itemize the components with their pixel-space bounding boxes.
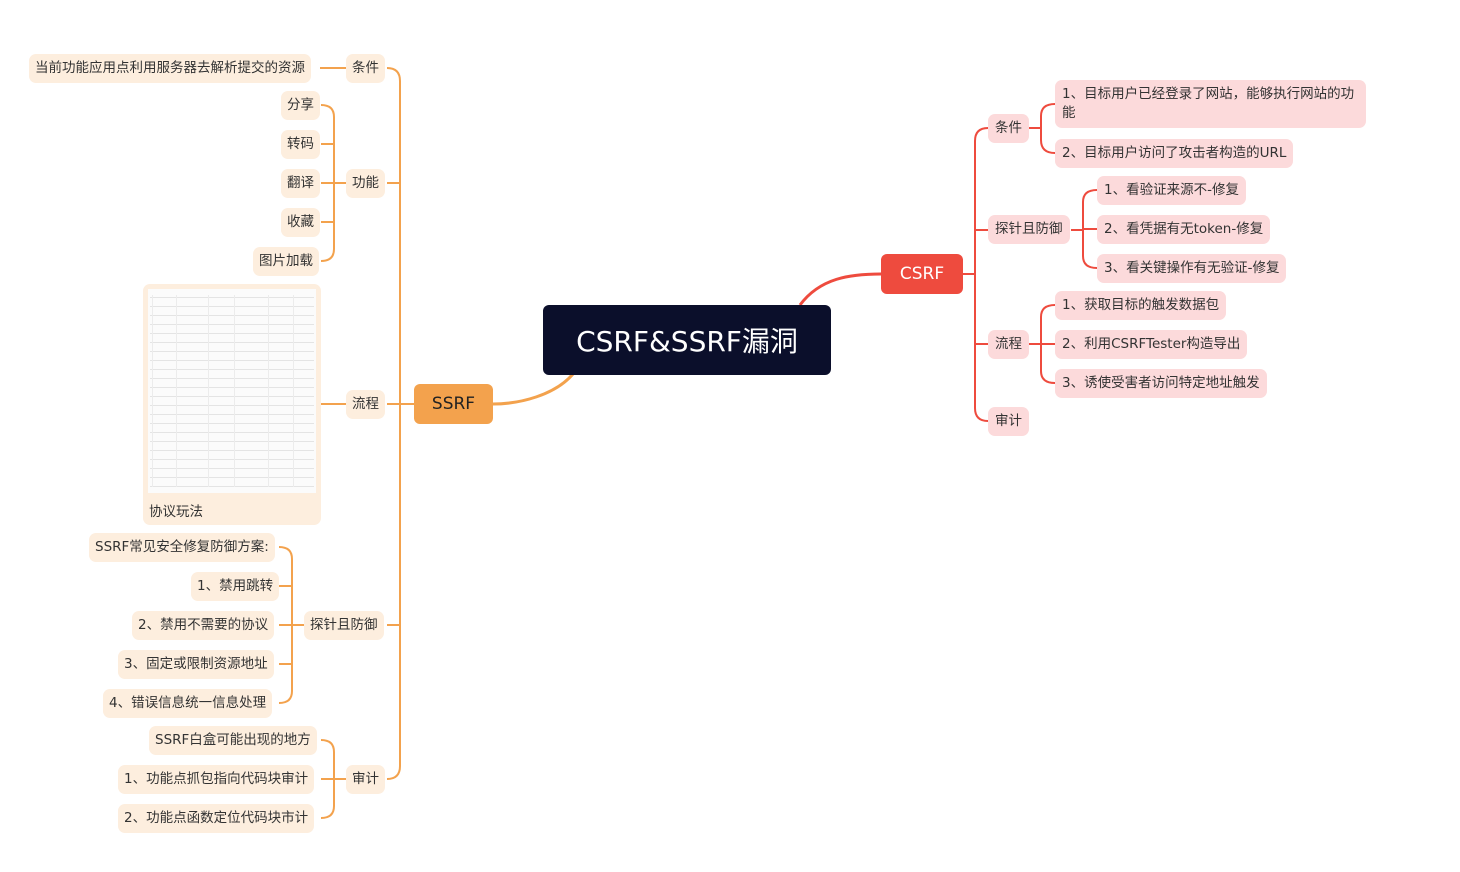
csrf-process-item-1[interactable]: 1、获取目标的触发数据包 xyxy=(1055,291,1227,320)
thumbnail-grid-row xyxy=(150,396,314,397)
root-topic[interactable]: CSRF&SSRF漏洞 xyxy=(543,305,831,375)
csrf-branch[interactable]: CSRF xyxy=(881,254,963,294)
protocol-image-caption: 协议玩法 xyxy=(149,504,203,520)
thumbnail-grid-row xyxy=(150,306,314,307)
thumbnail-grid-col xyxy=(268,295,269,487)
thumbnail-grid-col xyxy=(152,295,153,487)
ssrf-feature-item-favorite[interactable]: 收藏 xyxy=(281,208,320,237)
ssrf-feature-item-image-load[interactable]: 图片加载 xyxy=(253,247,319,276)
ssrf-probe-defense[interactable]: 探针且防御 xyxy=(304,611,384,640)
csrf-process-item-2[interactable]: 2、利用CSRFTester构造导出 xyxy=(1055,330,1248,359)
protocol-table-thumbnail xyxy=(148,289,316,493)
ssrf-probe-item-heading[interactable]: SSRF常见安全修复防御方案: xyxy=(89,533,275,562)
ssrf-condition-item-1[interactable]: 当前功能应用点利用服务器去解析提交的资源 xyxy=(29,54,311,83)
ssrf-feature-item-translate[interactable]: 翻译 xyxy=(281,169,320,198)
thumbnail-grid-row xyxy=(150,324,314,325)
thumbnail-grid-row xyxy=(150,342,314,343)
thumbnail-grid-row xyxy=(150,378,314,379)
ssrf-feature[interactable]: 功能 xyxy=(346,169,385,198)
ssrf-audit-item-2[interactable]: 2、功能点函数定位代码块市计 xyxy=(118,804,315,833)
ssrf-process[interactable]: 流程 xyxy=(346,390,385,419)
thumbnail-grid-col xyxy=(293,295,294,487)
csrf-condition-item-1[interactable]: 1、目标用户已经登录了网站，能够执行网站的功能 xyxy=(1055,80,1366,128)
thumbnail-grid-row xyxy=(150,423,314,424)
thumbnail-grid-row xyxy=(150,315,314,316)
thumbnail-grid-row xyxy=(150,360,314,361)
thumbnail-grid-col xyxy=(234,295,235,487)
ssrf-audit-item-1[interactable]: 1、功能点抓包指向代码块审计 xyxy=(118,765,315,794)
thumbnail-grid-col xyxy=(208,295,209,487)
csrf-process-item-3[interactable]: 3、诱使受害者访问特定地址触发 xyxy=(1055,369,1267,398)
ssrf-feature-item-share[interactable]: 分享 xyxy=(281,91,320,120)
thumbnail-grid-row xyxy=(150,468,314,469)
csrf-process[interactable]: 流程 xyxy=(988,330,1029,359)
ssrf-probe-item-3[interactable]: 3、固定或限制资源地址 xyxy=(118,650,274,679)
ssrf-audit[interactable]: 审计 xyxy=(346,765,385,794)
thumbnail-grid-row xyxy=(150,369,314,370)
ssrf-probe-item-2[interactable]: 2、禁用不需要的协议 xyxy=(132,611,275,640)
ssrf-audit-item-heading[interactable]: SSRF白盒可能出现的地方 xyxy=(149,726,317,755)
csrf-probe-item-1[interactable]: 1、看验证来源不-修复 xyxy=(1097,176,1246,205)
csrf-condition[interactable]: 条件 xyxy=(988,114,1029,143)
csrf-audit[interactable]: 审计 xyxy=(988,407,1029,436)
thumbnail-grid-row xyxy=(150,459,314,460)
thumbnail-grid-row xyxy=(150,405,314,406)
thumbnail-grid-row xyxy=(150,414,314,415)
thumbnail-grid-row xyxy=(150,297,314,298)
csrf-condition-item-2[interactable]: 2、目标用户访问了攻击者构造的URL xyxy=(1055,139,1294,168)
thumbnail-grid-row xyxy=(150,351,314,352)
csrf-probe-defense[interactable]: 探针且防御 xyxy=(988,215,1070,244)
ssrf-probe-item-4[interactable]: 4、错误信息统一信息处理 xyxy=(103,689,273,718)
thumbnail-grid-row xyxy=(150,387,314,388)
thumbnail-grid-row xyxy=(150,450,314,451)
ssrf-probe-item-1[interactable]: 1、禁用跳转 xyxy=(191,572,280,601)
thumbnail-grid-row xyxy=(150,333,314,334)
csrf-probe-item-2[interactable]: 2、看凭据有无token-修复 xyxy=(1097,215,1271,244)
thumbnail-grid-col xyxy=(176,295,177,487)
thumbnail-grid-row xyxy=(150,432,314,433)
thumbnail-grid-row xyxy=(150,477,314,478)
ssrf-condition[interactable]: 条件 xyxy=(346,54,385,83)
ssrf-feature-item-transcode[interactable]: 转码 xyxy=(281,130,320,159)
thumbnail-grid-row xyxy=(150,441,314,442)
thumbnail-grid-row xyxy=(150,486,314,487)
protocol-image-card[interactable]: 协议玩法 xyxy=(143,284,321,525)
csrf-probe-item-3[interactable]: 3、看关键操作有无验证-修复 xyxy=(1097,254,1287,283)
ssrf-branch[interactable]: SSRF xyxy=(414,384,493,424)
